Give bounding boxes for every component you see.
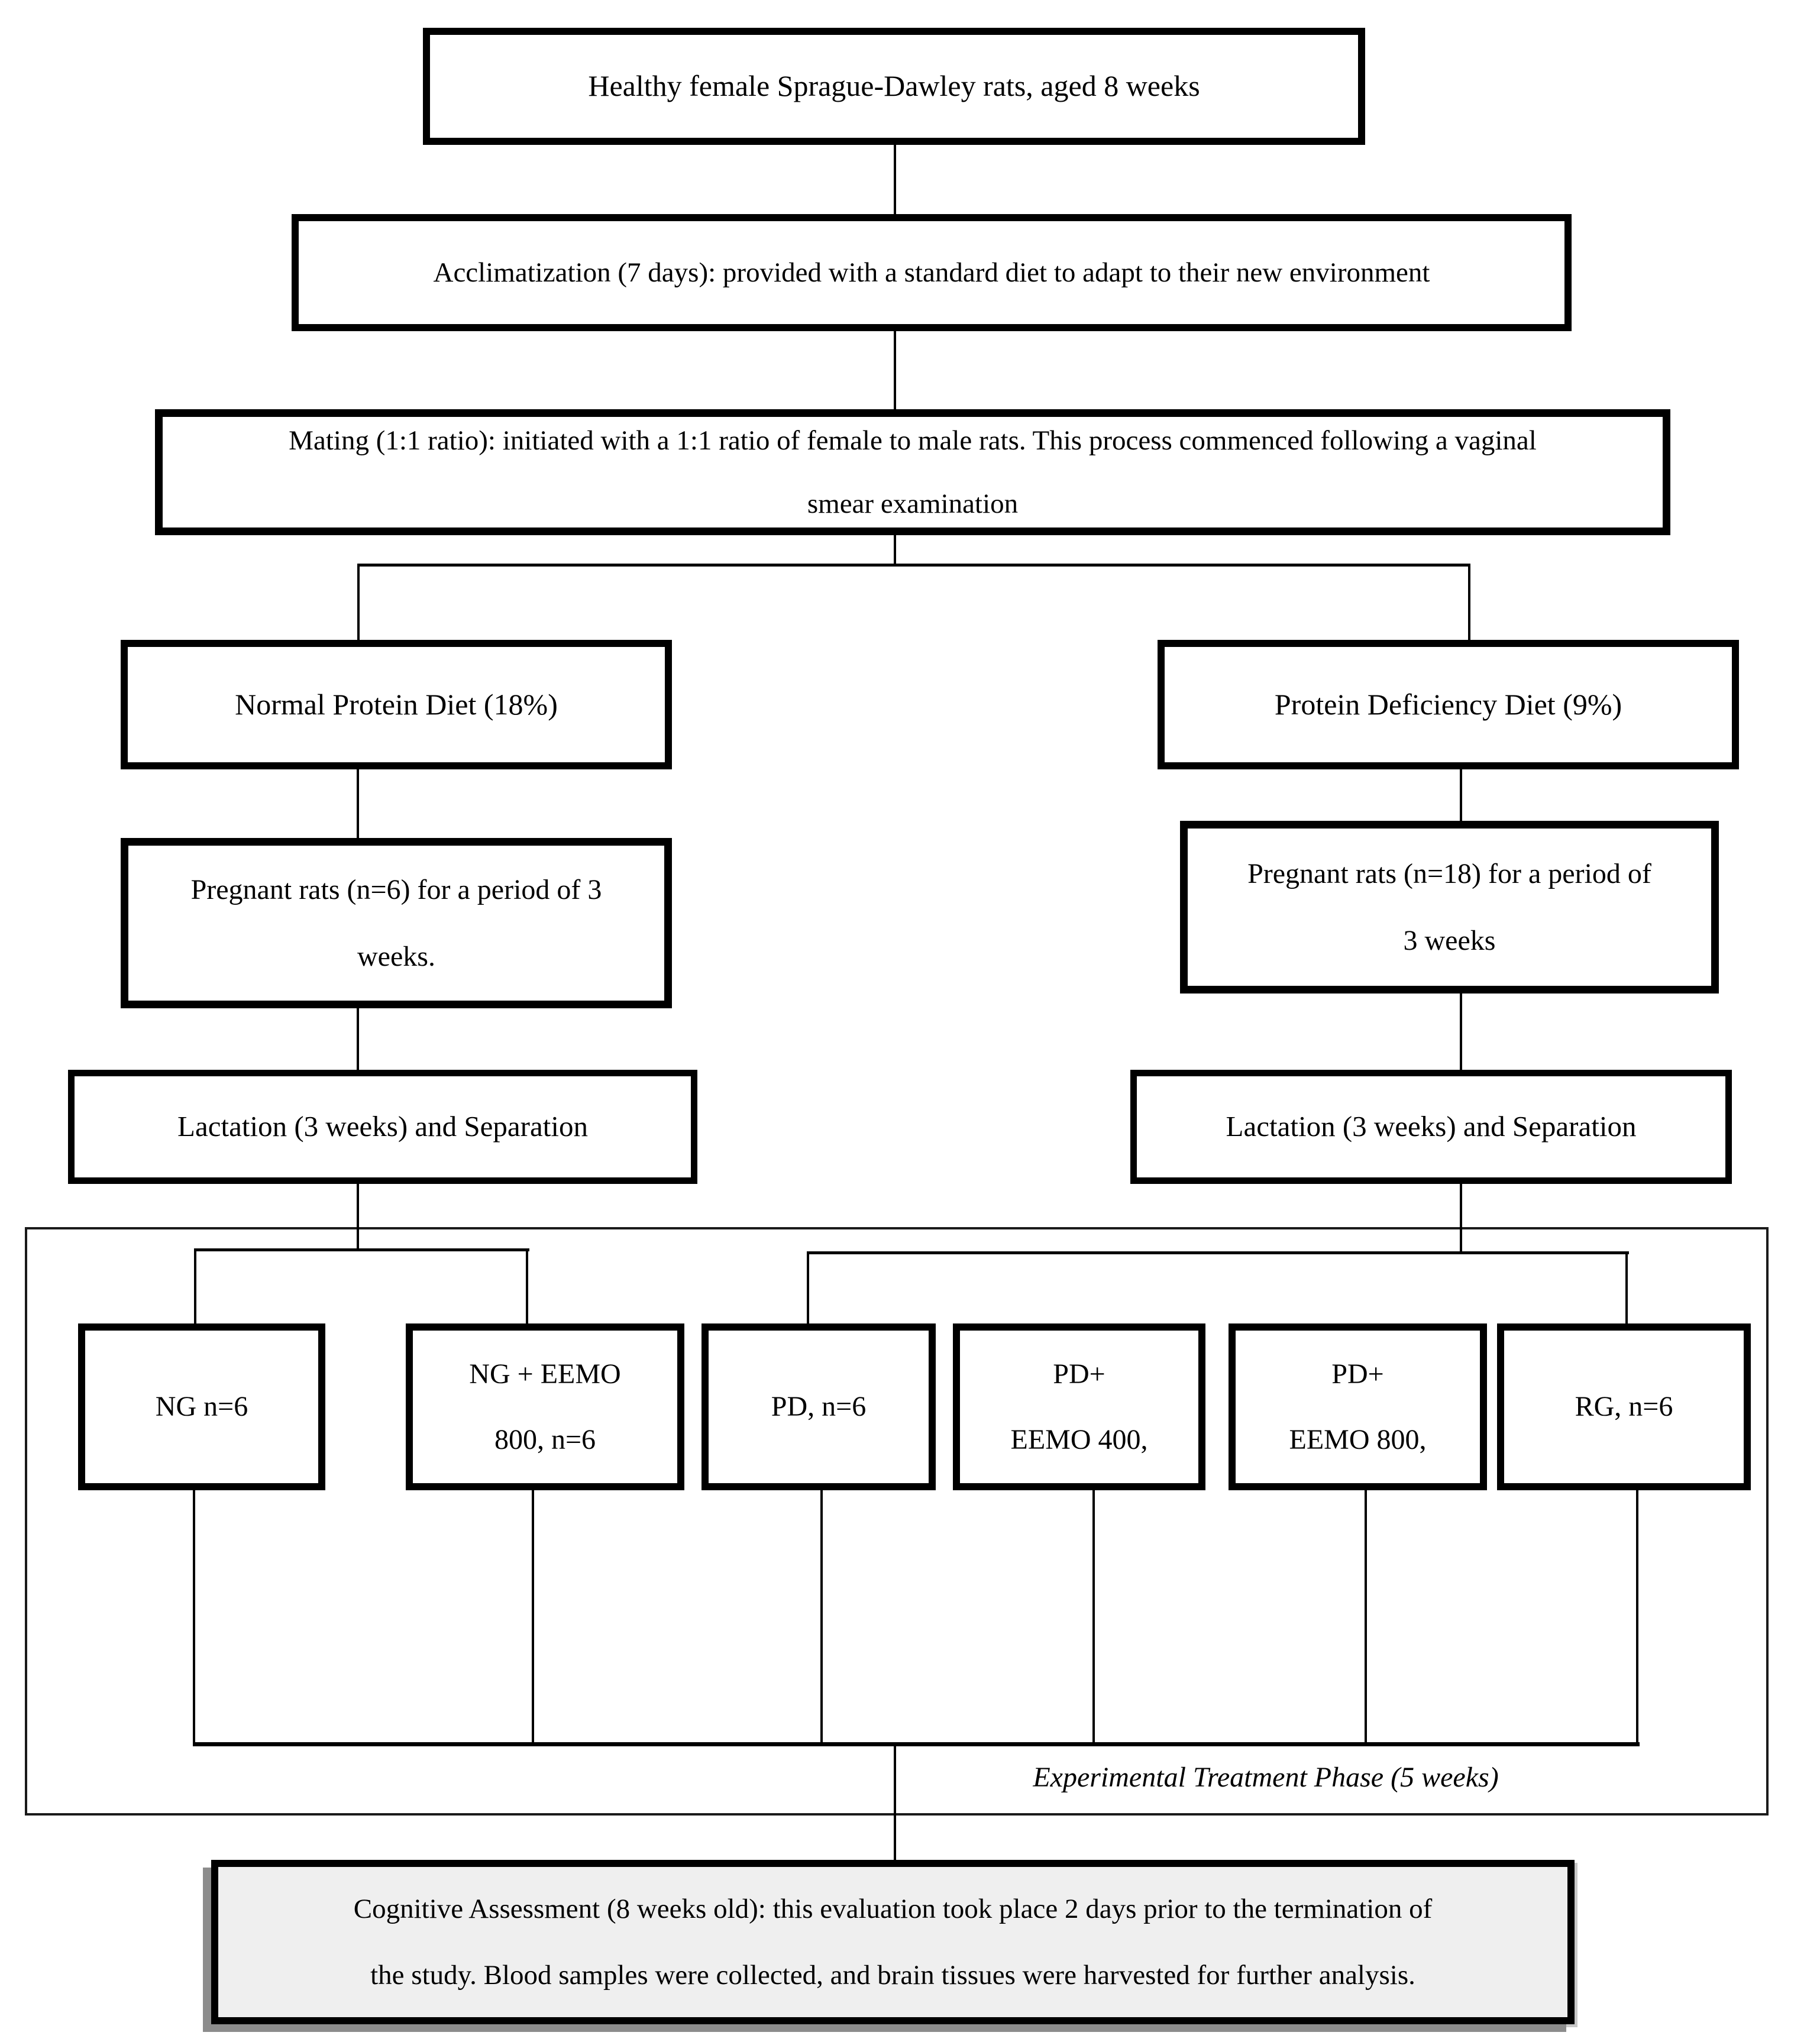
connector-deficiency-diet-to-pregnant [1460, 769, 1462, 821]
connector-pd-to-collector [820, 1490, 823, 1745]
box-group-rg-text: RG, n=6 [1575, 1391, 1673, 1423]
box-group-rg: RG, n=6 [1497, 1323, 1751, 1490]
connector-bracket-to-ng-eemo [526, 1248, 528, 1323]
box-group-pd-eemo400-line1: PD+ [1053, 1358, 1105, 1390]
box-pregnant-left-line2: weeks. [357, 941, 435, 972]
box-protein-deficiency-diet-text: Protein Deficiency Diet (9%) [1274, 687, 1622, 721]
connector-rg-to-collector [1636, 1490, 1638, 1745]
box-cognitive-line2: the study. Blood samples were collected,… [370, 1960, 1415, 1991]
box-pregnant-right-line1: Pregnant rats (n=18) for a period of [1247, 857, 1651, 889]
box-normal-protein-diet-text: Normal Protein Diet (18%) [235, 687, 558, 721]
experimental-phase-label: Experimental Treatment Phase (5 weeks) [1033, 1762, 1499, 1793]
experimental-phase-container [25, 1227, 1769, 1816]
box-acclimatization: Acclimatization (7 days): provided with … [292, 214, 1572, 331]
bracket-right-groups [808, 1251, 1629, 1254]
box-protein-deficiency-diet: Protein Deficiency Diet (9%) [1158, 640, 1739, 769]
box-group-ng: NG n=6 [78, 1323, 325, 1490]
connector-lactation-left-to-bracket [357, 1184, 359, 1251]
box-normal-protein-diet: Normal Protein Diet (18%) [121, 640, 672, 769]
connector-ng-to-collector [193, 1490, 195, 1745]
connector-pregnant-to-lactation-left [357, 1008, 359, 1070]
box-lactation-right-text: Lactation (3 weeks) and Separation [1226, 1110, 1637, 1143]
connector-collector-to-cognitive [894, 1745, 896, 1860]
box-acclimatization-text: Acclimatization (7 days): provided with … [433, 257, 1430, 288]
box-lactation-right: Lactation (3 weeks) and Separation [1130, 1070, 1732, 1184]
box-mating-text-line1: Mating (1:1 ratio): initiated with a 1:1… [289, 425, 1537, 457]
box-group-ng-text: NG n=6 [155, 1391, 248, 1423]
box-lactation-left: Lactation (3 weeks) and Separation [68, 1070, 697, 1184]
box-group-ng-eemo800: NG + EEMO 800, n=6 [406, 1323, 684, 1490]
connector-acclimatization-to-mating [894, 331, 896, 409]
connector-branch-split [358, 564, 1470, 567]
box-group-pd-eemo800-line1: PD+ [1331, 1358, 1384, 1390]
box-healthy-rats-text: Healthy female Sprague-Dawley rats, aged… [588, 69, 1200, 103]
box-mating: Mating (1:1 ratio): initiated with a 1:1… [155, 409, 1670, 535]
connector-lactation-right-to-bracket [1460, 1184, 1462, 1254]
connector-pd-eemo400-to-collector [1092, 1490, 1095, 1745]
collector-line [193, 1742, 1640, 1746]
box-cognitive-line1: Cognitive Assessment (8 weeks old): this… [353, 1893, 1433, 1924]
box-lactation-left-text: Lactation (3 weeks) and Separation [177, 1110, 588, 1143]
connector-bracket-to-rg [1625, 1251, 1628, 1323]
connector-pregnant-to-lactation-right [1460, 994, 1462, 1070]
connector-pd-eemo800-to-collector [1365, 1490, 1367, 1745]
bracket-left-groups [195, 1248, 529, 1251]
connector-bracket-to-pd [807, 1251, 809, 1323]
connector-bracket-to-ng [194, 1248, 196, 1323]
box-group-pd-eemo800-line2: EEMO 800, [1289, 1423, 1427, 1455]
box-pregnant-rats-left: Pregnant rats (n=6) for a period of 3 we… [121, 838, 672, 1008]
box-healthy-rats: Healthy female Sprague-Dawley rats, aged… [423, 28, 1365, 145]
box-pregnant-left-line1: Pregnant rats (n=6) for a period of 3 [190, 873, 602, 905]
box-group-pd-eemo400: PD+ EEMO 400, [953, 1323, 1205, 1490]
box-group-ng-eemo800-line1: NG + EEMO [469, 1358, 621, 1390]
box-group-pd-eemo400-line2: EEMO 400, [1010, 1423, 1148, 1455]
connector-split-to-deficiency-diet [1468, 564, 1470, 640]
box-cognitive-assessment: Cognitive Assessment (8 weeks old): this… [211, 1860, 1575, 2024]
box-pregnant-rats-right: Pregnant rats (n=18) for a period of 3 w… [1180, 821, 1719, 994]
connector-mating-stem [894, 535, 896, 566]
connector-normal-diet-to-pregnant [357, 769, 359, 838]
connector-split-to-normal-diet [357, 564, 360, 640]
box-mating-text-line2: smear examination [807, 488, 1019, 519]
connector-ng-eemo-to-collector [532, 1490, 534, 1745]
box-group-pd: PD, n=6 [702, 1323, 936, 1490]
box-group-pd-eemo800: PD+ EEMO 800, [1229, 1323, 1487, 1490]
box-group-ng-eemo800-line2: 800, n=6 [494, 1423, 596, 1455]
box-group-pd-text: PD, n=6 [771, 1391, 867, 1423]
box-pregnant-right-line2: 3 weeks [1403, 925, 1496, 956]
connector-healthy-to-acclimatization [894, 145, 896, 214]
